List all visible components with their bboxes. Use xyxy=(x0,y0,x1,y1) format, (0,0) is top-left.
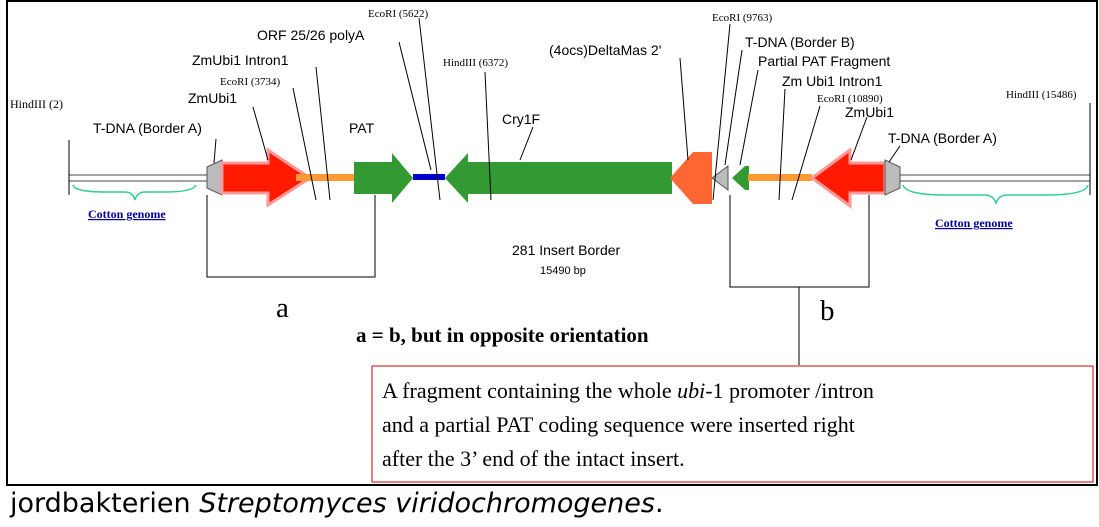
label-partial-pat: Partial PAT Fragment xyxy=(758,53,890,69)
leader-lines xyxy=(213,17,901,201)
label-cotton-genome-left: Cotton genome xyxy=(88,207,166,221)
orf-polya-bar xyxy=(413,174,445,180)
label-ecori-10890: EcoRI (10890) xyxy=(817,93,883,105)
label-tdna-border-a-right: T-DNA (Border A) xyxy=(888,130,997,146)
label-zm-ubi1-intron1-right: Zm Ubi1 Intron1 xyxy=(782,73,883,89)
genome-line-left xyxy=(68,174,210,182)
label-hind-6372: HindIII (6372) xyxy=(443,57,508,69)
label-equation: a = b, but in opposite orientation xyxy=(356,323,649,347)
label-deltamas: (4ocs)DeltaMas 2' xyxy=(549,42,661,58)
pat-arrow xyxy=(354,153,413,203)
label-hind-2: HindIII (2) xyxy=(10,97,63,111)
label-ecori-9763: EcoRI (9763) xyxy=(712,12,773,24)
label-hind-15486: HindIII (15486) xyxy=(1006,89,1077,101)
deltamas-arrow xyxy=(670,152,712,204)
note-line-2: and a partial PAT coding sequence were i… xyxy=(382,412,855,437)
border-b-element xyxy=(711,165,729,191)
note-line-3: after the 3’ end of the intact insert. xyxy=(382,446,685,471)
genome-line-right xyxy=(899,174,1091,182)
label-orf-polya: ORF 25/26 polyA xyxy=(257,27,365,43)
fragment-brackets xyxy=(206,195,870,365)
caption-text: jordbakterien Streptomyces viridochromog… xyxy=(10,488,664,519)
cotton-brace-left xyxy=(72,184,197,201)
note-line-1: A fragment containing the whole ubi-1 pr… xyxy=(382,378,874,403)
intron1-left-bar xyxy=(296,174,358,181)
cry1f-arrow xyxy=(445,153,672,203)
label-tdna-border-b: T-DNA (Border B) xyxy=(745,34,855,50)
label-zmubi1-right: ZmUbi1 xyxy=(845,104,894,120)
label-cotton-genome-right: Cotton genome xyxy=(935,216,1013,230)
zmubi1-left-arrow xyxy=(220,147,313,208)
label-ecori-5622: EcoRI (5622) xyxy=(368,8,429,20)
border-a-left-element xyxy=(206,159,223,196)
label-ecori-3734: EcoRI (3734) xyxy=(220,76,281,88)
label-insert-border: 281 Insert Border xyxy=(512,242,621,258)
label-fragment-b: b xyxy=(820,295,835,327)
cotton-brace-right xyxy=(902,184,1089,206)
label-pat: PAT xyxy=(349,120,375,136)
label-zmubi1-left: ZmUbi1 xyxy=(188,90,237,106)
label-zmubi1-intron1: ZmUbi1 Intron1 xyxy=(192,52,289,68)
bracket-a xyxy=(206,195,376,278)
label-tdna-border-a-left: T-DNA (Border A) xyxy=(93,120,202,136)
note-box xyxy=(371,365,1094,483)
border-a-right-element xyxy=(884,159,901,196)
label-insert-size: 15490 bp xyxy=(540,265,586,277)
partial-pat-element xyxy=(732,166,749,190)
label-fragment-a: a xyxy=(276,292,289,324)
label-cry1f: Cry1F xyxy=(502,111,540,127)
